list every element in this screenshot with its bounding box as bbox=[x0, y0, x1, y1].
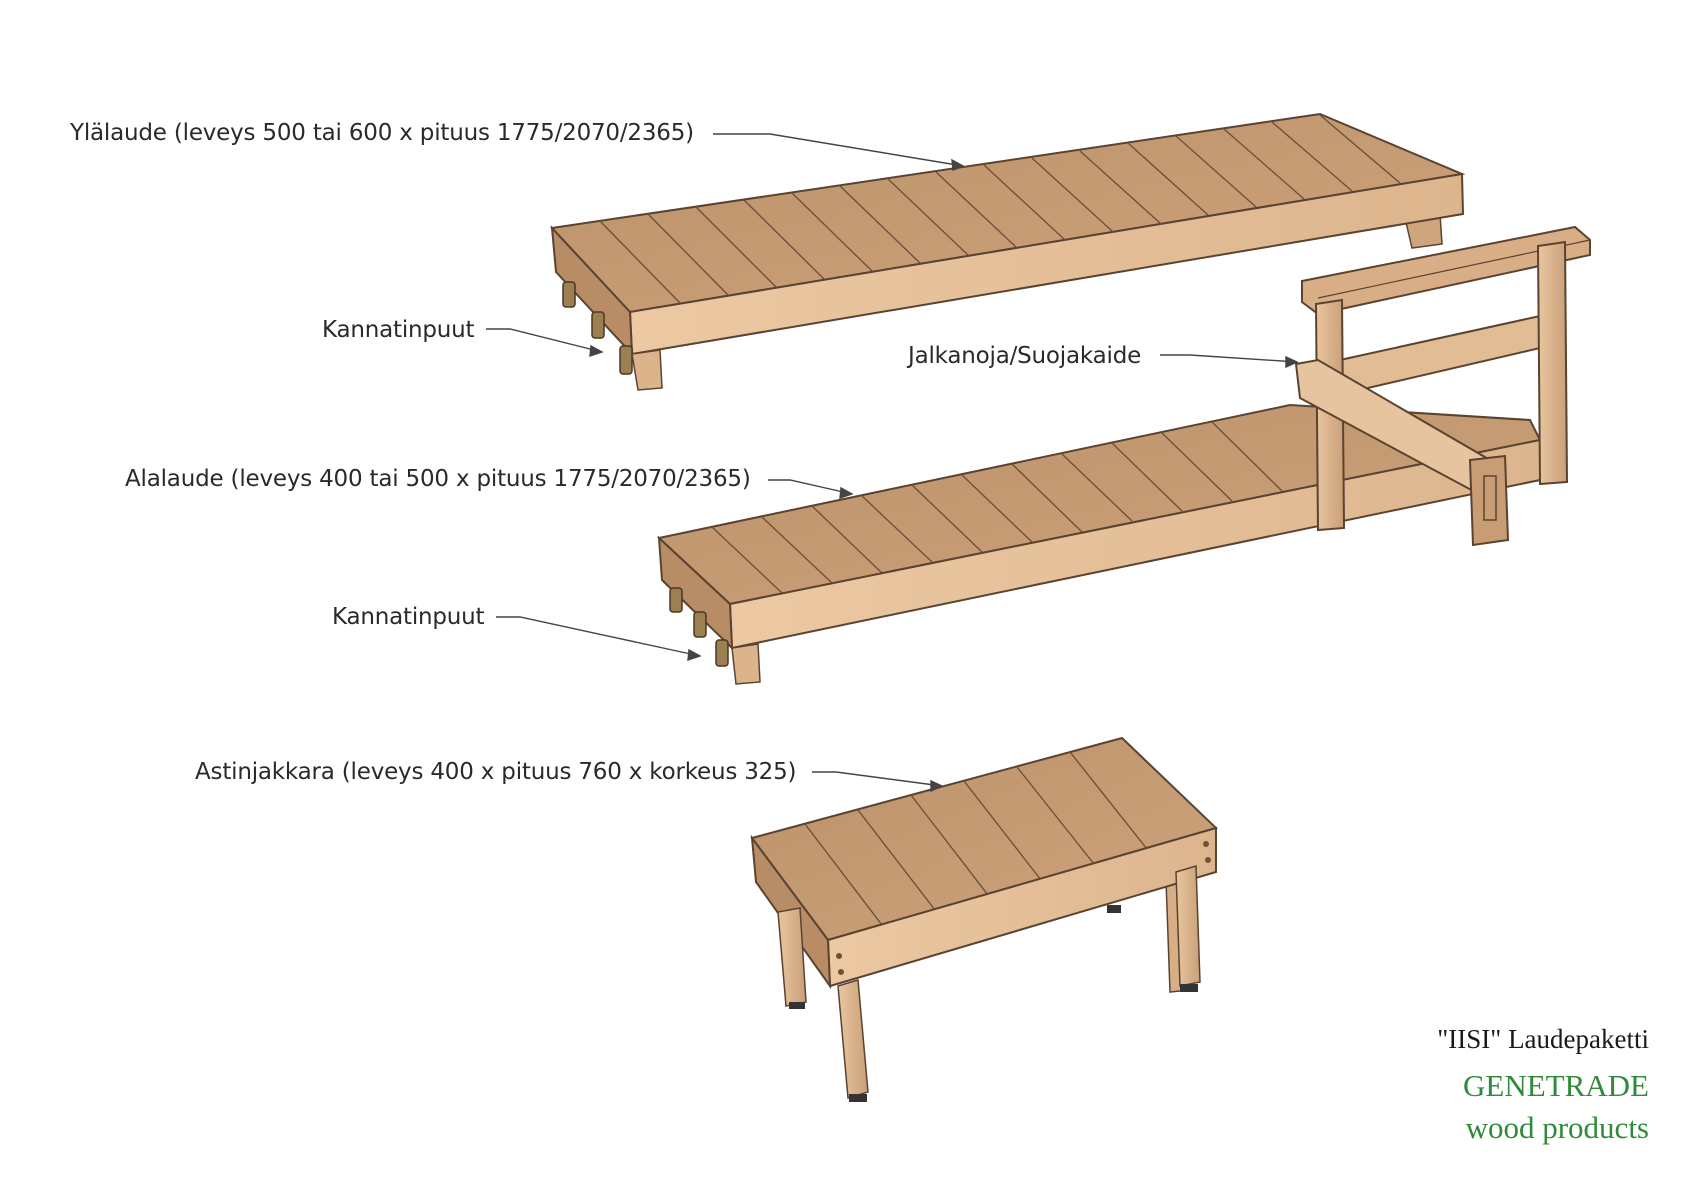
label-top-supports: Kannatinpuut bbox=[322, 317, 475, 343]
label-lower-bench: Alalaude (leveys 400 tai 500 x pituus 17… bbox=[125, 466, 751, 492]
railing-right-post bbox=[1536, 240, 1569, 486]
leader-lines bbox=[486, 133, 1299, 793]
brand-company-name: GENETRADE bbox=[1463, 1068, 1649, 1103]
label-railing: Jalkanoja/Suojakaide bbox=[908, 343, 1142, 369]
stool-front-leg-right bbox=[1175, 865, 1201, 987]
lower-bench-slats bbox=[711, 421, 1283, 594]
stool-slats bbox=[804, 751, 1148, 926]
step-stool bbox=[750, 736, 1218, 1102]
top-bench-support-blocks bbox=[562, 281, 633, 375]
leader-lower-supports bbox=[496, 616, 701, 657]
lower-bench-front-leg bbox=[731, 643, 761, 685]
label-top-bench: Ylälaude (leveys 500 tai 600 x pituus 17… bbox=[70, 120, 694, 146]
railing-middle-rail bbox=[1338, 314, 1541, 396]
top-bench-slats bbox=[599, 114, 1401, 304]
stool-rear-foot bbox=[1107, 905, 1121, 913]
leader-step-stool bbox=[812, 771, 943, 787]
railing-end-block bbox=[1468, 454, 1510, 547]
stool-front-leg-front bbox=[837, 979, 869, 1099]
stool-front-leg-left bbox=[777, 907, 807, 1007]
top-bench bbox=[549, 112, 1466, 391]
leader-lower-bench bbox=[768, 479, 853, 495]
label-lower-supports: Kannatinpuut bbox=[332, 604, 485, 630]
railing bbox=[1294, 225, 1591, 547]
label-step-stool: Astinjakkara (leveys 400 x pituus 760 x … bbox=[195, 759, 797, 785]
brand-product-name: "IISI" Laudepaketti bbox=[1437, 1024, 1649, 1054]
brand-tagline: wood products bbox=[1465, 1110, 1649, 1145]
top-bench-front-leg bbox=[631, 349, 663, 391]
stool-screws bbox=[836, 841, 1211, 975]
leader-railing bbox=[1160, 354, 1298, 363]
lower-bench-support-blocks bbox=[669, 587, 729, 667]
leader-top-supports bbox=[486, 328, 603, 353]
leader-top-bench bbox=[713, 133, 964, 167]
